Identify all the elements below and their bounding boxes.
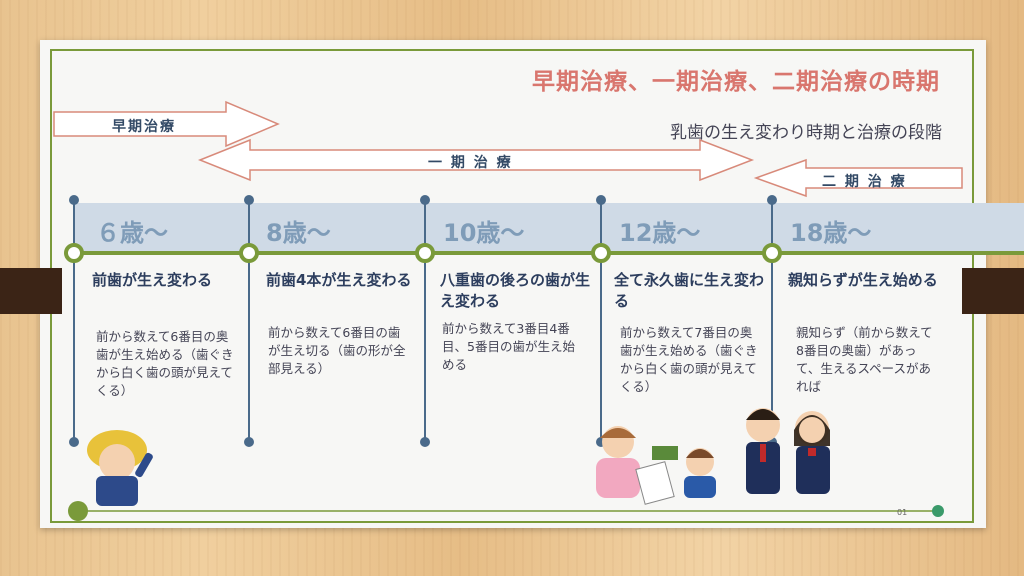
stage-heading-4: 全て永久歯に生え変わる <box>614 271 765 310</box>
phase1-treatment-label: 一 期 治 療 <box>428 155 513 171</box>
age-label-5: 18歳～ <box>790 219 872 247</box>
stage-dot-bottom-1 <box>69 437 79 447</box>
stage-dot-top-5 <box>767 195 777 205</box>
age-label-2: 8歳～ <box>266 219 331 247</box>
stage-heading-3: 八重歯の後ろの歯が生え変わる <box>440 271 591 310</box>
phase2-treatment-arrow <box>753 158 963 198</box>
early-treatment-arrow <box>53 100 280 148</box>
stage-desc-1: 前から数えて6番目の奥歯が生え始める（歯ぐきから白く歯の頭が見えてくる） <box>96 329 234 398</box>
page-title: 早期治療、一期治療、二期治療の時期 <box>532 69 940 95</box>
left-dark-bar <box>0 268 62 314</box>
phase2-treatment-label: 二 期 治 療 <box>822 174 907 190</box>
timeline-node-5 <box>762 243 782 263</box>
page-number: 01 <box>897 508 908 517</box>
page-subtitle: 乳歯の生え変わり時期と治療の段階 <box>670 123 942 143</box>
stage-dot-top-3 <box>420 195 430 205</box>
timeline-node-1 <box>64 243 84 263</box>
bottom-right-dot <box>932 505 944 517</box>
stage-dot-top-4 <box>596 195 606 205</box>
right-dark-bar <box>962 268 1024 314</box>
stage-dot-top-2 <box>244 195 254 205</box>
teacher-illustration <box>596 426 716 505</box>
timeline-node-3 <box>415 243 435 263</box>
stage-heading-2: 前歯4本が生え変わる <box>266 271 412 289</box>
stage-heading-1: 前歯が生え変わる <box>92 271 213 289</box>
early-treatment-label: 早期治療 <box>112 119 176 135</box>
age-label-4: 12歳～ <box>619 219 701 247</box>
stage-dot-bottom-3 <box>420 437 430 447</box>
stage-desc-2: 前から数えて6番目の歯が生え切る（歯の形が全部見える） <box>268 325 406 376</box>
stage-desc-5: 親知らず（前から数えて8番目の奥歯）があって、生えるスペースがあれば <box>796 325 933 394</box>
stage-desc-4: 前から数えて7番目の奥歯が生え始める（歯ぐきから白く歯の頭が見えてくる） <box>620 325 758 394</box>
phase1-treatment-arrow <box>197 138 755 182</box>
age-band <box>74 203 1024 253</box>
stage-dot-top-1 <box>69 195 79 205</box>
child-illustration <box>87 430 153 506</box>
timeline-node-4 <box>591 243 611 263</box>
stage-dot-bottom-2 <box>244 437 254 447</box>
bottom-left-dot <box>68 501 88 521</box>
students-illustration <box>746 408 830 494</box>
stage-desc-3: 前から数えて3番目4番目、5番目の歯が生え始める <box>442 321 575 372</box>
stage-heading-5: 親知らずが生え始める <box>788 271 938 289</box>
timeline-node-2 <box>239 243 259 263</box>
age-label-1: ６歳～ <box>96 219 168 247</box>
age-label-3: 10歳～ <box>443 219 525 247</box>
